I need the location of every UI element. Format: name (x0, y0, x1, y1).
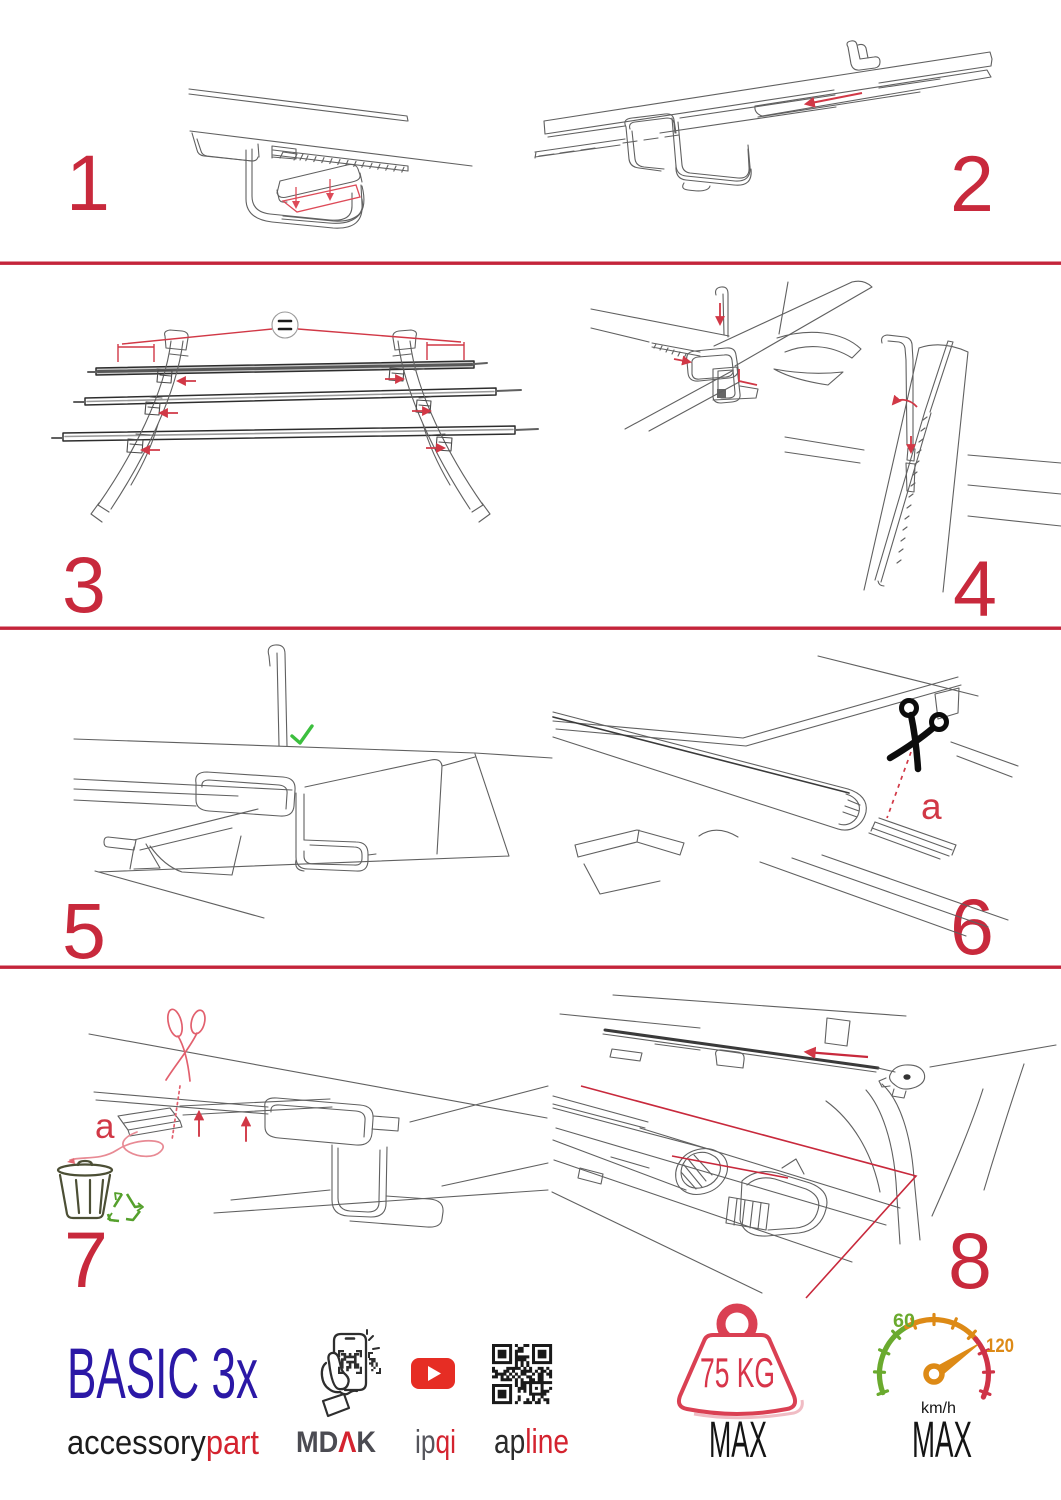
svg-text:ipqi: ipqi (415, 1423, 456, 1460)
svg-text:7: 7 (64, 1215, 108, 1304)
svg-text:MAX: MAX (912, 1411, 972, 1468)
svg-text:a: a (95, 1107, 115, 1146)
svg-text:BASIC 3x: BASIC 3x (67, 1335, 258, 1414)
svg-text:km/h: km/h (921, 1400, 956, 1417)
svg-text:a: a (921, 786, 942, 827)
svg-text:3: 3 (62, 540, 106, 629)
svg-text:apline: apline (494, 1423, 569, 1461)
svg-text:5: 5 (62, 886, 106, 975)
svg-text:60: 60 (893, 1311, 915, 1332)
svg-text:4: 4 (953, 544, 997, 633)
svg-text:120: 120 (986, 1336, 1014, 1357)
svg-text:2: 2 (950, 139, 994, 228)
svg-text:75 KG: 75 KG (700, 1349, 775, 1396)
svg-text:8: 8 (948, 1216, 992, 1305)
svg-text:accessorypart: accessorypart (67, 1424, 259, 1462)
svg-text:1: 1 (66, 138, 110, 227)
svg-text:MAX: MAX (709, 1411, 767, 1468)
svg-text:MDΛK: MDΛK (296, 1426, 376, 1459)
